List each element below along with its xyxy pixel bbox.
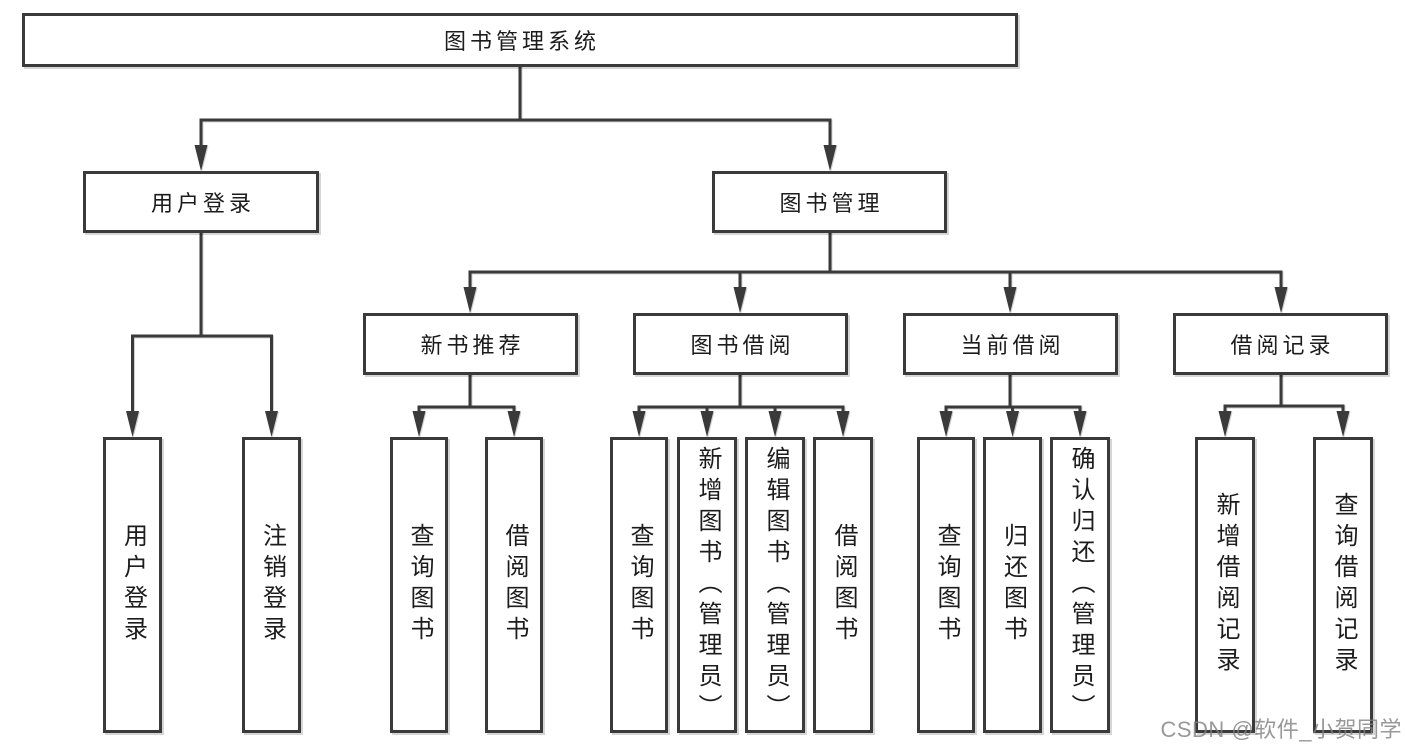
- leaf-nb-borrow-book-label: 借阅图书: [501, 523, 528, 647]
- leaf-br-add-record: 新增借阅记录: [1195, 437, 1255, 733]
- leaf-bb-borrow-book: 借阅图书: [813, 437, 873, 733]
- leaf-cb-query-book: 查询图书: [917, 437, 975, 733]
- arrowhead: [836, 411, 850, 437]
- leaf-bb-borrow-book-label: 借阅图书: [830, 523, 857, 647]
- arrowhead: [1336, 411, 1350, 437]
- leaf-bb-query-book-label: 查询图书: [626, 523, 653, 647]
- leaf-bb-add-book-admin: 新增图书（管理员）: [677, 437, 737, 733]
- arrowhead: [768, 411, 782, 437]
- leaf-bb-edit-book-admin-label: 编辑图书（管理员）: [762, 445, 789, 725]
- arrowhead: [1006, 411, 1019, 437]
- node-user-login-label: 用户登录: [150, 191, 255, 216]
- csdn-watermark: CSDN @软件_小贺同学: [1160, 717, 1402, 742]
- leaf-br-add-record-label: 新增借阅记录: [1212, 492, 1239, 678]
- arrowhead: [632, 411, 646, 437]
- node-book-management: 图书管理: [712, 171, 947, 233]
- leaf-nb-query-book-label: 查询图书: [406, 523, 433, 647]
- arrowhead: [823, 145, 837, 171]
- node-user-login: 用户登录: [83, 171, 319, 233]
- leaf-cb-confirm-return-admin: 确认归还（管理员）: [1050, 437, 1110, 733]
- node-root-label: 图书管理系统: [443, 29, 600, 54]
- leaf-user-login: 用户登录: [103, 437, 162, 733]
- leaf-logout-label: 注销登录: [258, 523, 286, 647]
- node-book-management-label: 图书管理: [779, 191, 884, 216]
- arrowhead: [939, 411, 953, 437]
- arrowhead: [1274, 287, 1288, 313]
- arrowhead: [463, 287, 477, 313]
- leaf-nb-borrow-book: 借阅图书: [485, 437, 543, 733]
- leaf-cb-return-book-label: 归还图书: [999, 523, 1027, 647]
- arrowhead: [194, 145, 208, 171]
- leaf-cb-return-book: 归还图书: [983, 437, 1042, 733]
- leaf-logout: 注销登录: [242, 437, 301, 733]
- node-borrow-records-label: 借阅记录: [1230, 333, 1335, 358]
- arrowhead: [1218, 411, 1232, 437]
- node-root: 图书管理系统: [22, 13, 1018, 67]
- leaf-bb-edit-book-admin: 编辑图书（管理员）: [745, 437, 805, 733]
- arrowhead: [265, 411, 278, 437]
- node-current-borrow: 当前借阅: [903, 313, 1118, 375]
- arrowhead: [126, 411, 139, 437]
- leaf-br-query-record-label: 查询借阅记录: [1330, 492, 1357, 678]
- node-book-borrow-label: 图书借阅: [690, 333, 795, 358]
- arrowhead: [1003, 287, 1017, 313]
- leaf-br-query-record: 查询借阅记录: [1313, 437, 1373, 733]
- arrowhead: [733, 287, 747, 313]
- node-current-borrow-label: 当前借阅: [960, 333, 1065, 358]
- node-borrow-records: 借阅记录: [1173, 313, 1388, 375]
- node-new-book-recommend: 新书推荐: [363, 313, 578, 375]
- arrowhead: [700, 411, 714, 437]
- leaf-cb-confirm-return-admin-label: 确认归还（管理员）: [1067, 445, 1094, 725]
- arrowhead: [412, 411, 426, 437]
- leaf-user-login-label: 用户登录: [119, 523, 147, 647]
- arrowhead: [507, 411, 521, 437]
- leaf-nb-query-book: 查询图书: [390, 437, 448, 733]
- node-new-book-recommend-label: 新书推荐: [420, 333, 525, 358]
- node-book-borrow: 图书借阅: [633, 313, 848, 375]
- leaf-bb-add-book-admin-label: 新增图书（管理员）: [694, 445, 721, 725]
- leaf-cb-query-book-label: 查询图书: [933, 523, 960, 647]
- leaf-bb-query-book: 查询图书: [610, 437, 668, 733]
- arrowhead: [1073, 411, 1087, 437]
